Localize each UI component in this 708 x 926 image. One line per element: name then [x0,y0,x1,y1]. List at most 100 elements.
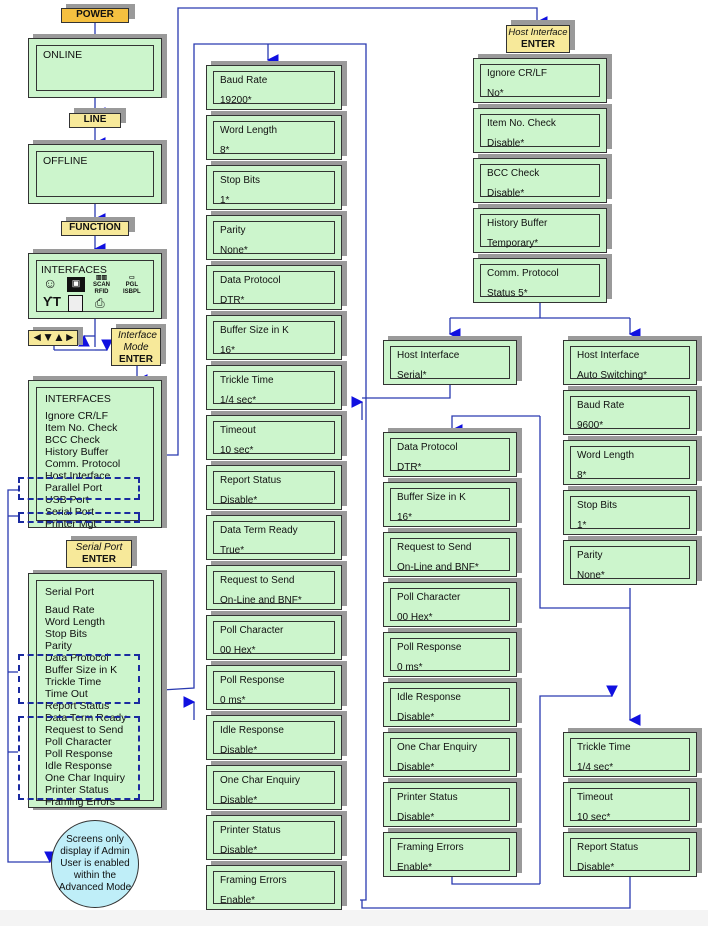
document-icon[interactable] [68,295,83,312]
setting-label: Poll Response [397,642,462,653]
interfaces-menu-screen: INTERFACES Ignore CR/LF Item No. Check B… [28,380,162,530]
setting-value: 16* [397,512,413,523]
serial-port-enter-label: ENTER [82,554,116,565]
admin-user-icon[interactable]: ☺ [43,275,58,291]
setting-label: Parity [220,225,246,236]
setting-label: Item No. Check [487,118,556,129]
menu-item-one-char-inquiry[interactable]: One Char Inquiry [45,772,125,784]
setting-label: Trickle Time [577,742,631,753]
menu-item-usb-port[interactable]: USB Port [45,494,89,506]
setting-label: Data Term Ready [220,525,298,536]
menu-item-host-interface[interactable]: Host Interface [45,470,111,482]
interfaces-menu-title: INTERFACES [45,393,111,405]
menu-item-parity[interactable]: Parity [45,640,72,652]
printer-icon[interactable]: ⎙ [95,296,105,310]
menu-item-poll-response[interactable]: Poll Response [45,748,113,760]
setting-buffer-size-in-k[interactable]: Buffer Size in K 16* [383,482,517,527]
menu-item-data-term-ready[interactable]: Data Term Ready [45,712,127,724]
online-screen: ONLINE [28,38,162,98]
setting-value: Status 5* [487,288,528,299]
tools-icon[interactable]: ϒT [43,294,61,309]
serial-port-menu-title: Serial Port [45,586,95,598]
menu-item-comm-protocol[interactable]: Comm. Protocol [45,458,121,470]
interfaces-menu-list: INTERFACES Ignore CR/LF Item No. Check B… [36,387,154,530]
menu-item-time-out[interactable]: Time Out [45,688,88,700]
menu-item-poll-character[interactable]: Poll Character [45,736,112,748]
interface-mode-caption: Interface Mode [118,330,157,353]
interface-mode-enter-key[interactable]: Interface Mode ENTER [111,328,161,366]
menu-item-bcc-check[interactable]: BCC Check [45,434,100,446]
host-interface-enter-label: ENTER [521,39,555,50]
interface-mode-enter-label: ENTER [119,354,153,365]
serial-port-enter-key[interactable]: Serial Port ENTER [66,540,132,568]
navigation-arrows-key[interactable]: ◄▼▲► [28,330,78,346]
menu-item-baud-rate[interactable]: Baud Rate [45,604,95,616]
setting-value: 9600* [577,420,604,431]
menu-item-request-to-send[interactable]: Request to Send [45,724,124,736]
menu-item-history-buffer[interactable]: History Buffer [45,446,109,458]
menu-item-buffer-size[interactable]: Buffer Size in K [45,664,118,676]
menu-item-parallel-port[interactable]: Parallel Port [45,482,103,494]
setting-label: Buffer Size in K [397,492,466,503]
menu-item-item-no-check[interactable]: Item No. Check [45,422,118,434]
menu-item-word-length[interactable]: Word Length [45,616,105,628]
setting-value: Auto Switching* [577,370,648,381]
function-key[interactable]: FUNCTION [61,221,129,236]
host-interface-enter-key[interactable]: Host Interface ENTER [506,25,570,53]
setting-label: Idle Response [220,725,284,736]
menu-item-stop-bits[interactable]: Stop Bits [45,628,88,640]
power-key[interactable]: POWER [61,8,129,23]
menu-item-trickle-time[interactable]: Trickle Time [45,676,102,688]
menu-item-ignore-crlf[interactable]: Ignore CR/LF [45,410,109,422]
setting-value: No* [487,88,504,99]
serial-port-caption: Serial Port [75,542,123,553]
line-key[interactable]: LINE [69,113,121,128]
setting-label: Parity [577,550,603,561]
menu-item-printer-status[interactable]: Printer Status [45,784,109,796]
setting-value: On-Line and BNF* [220,595,302,606]
menu-item-idle-response[interactable]: Idle Response [45,760,113,772]
parallel-port-icon[interactable]: ▣ [67,277,85,292]
